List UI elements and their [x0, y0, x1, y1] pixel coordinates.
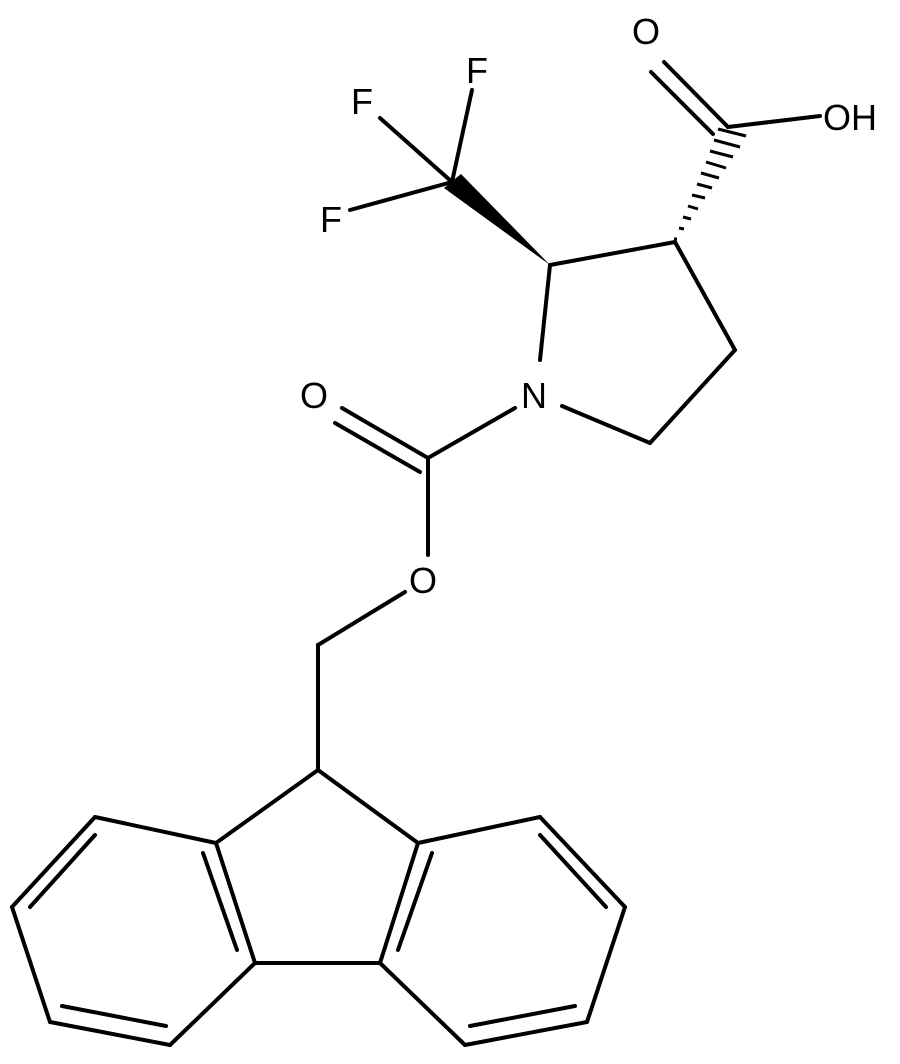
- bond: [168, 961, 257, 1047]
- trifluoromethyl-group: [348, 88, 550, 265]
- atom-label-acid-oh: OH: [823, 97, 877, 138]
- pyrrolidine-ring: [538, 240, 737, 445]
- bond: [649, 70, 715, 136]
- bond: [538, 263, 552, 362]
- fluorene-group: [10, 768, 627, 1047]
- carboxylic-acid-group: [649, 60, 822, 241]
- bond: [426, 406, 517, 460]
- stereo-wedge-bond: [444, 174, 550, 265]
- bond: [378, 961, 467, 1047]
- bond: [201, 851, 239, 952]
- bond: [538, 815, 627, 909]
- bond: [548, 240, 677, 267]
- bond: [93, 815, 218, 845]
- bond: [560, 404, 652, 445]
- bond: [48, 1020, 172, 1047]
- bond: [333, 421, 422, 474]
- atom-label-fluorine: F: [351, 81, 373, 122]
- bond: [648, 348, 737, 445]
- bond: [10, 815, 97, 909]
- bond: [450, 88, 474, 184]
- atom-label-nitrogen: N: [521, 375, 547, 416]
- atom-label-fluorine: F: [320, 199, 342, 240]
- atom-label-ester-oxygen: O: [409, 560, 437, 601]
- bond: [585, 905, 627, 1024]
- atom-label-ketone-oxygen: O: [632, 11, 660, 52]
- bond: [538, 833, 608, 909]
- bond: [468, 1004, 577, 1028]
- bond: [340, 406, 430, 460]
- bond: [378, 116, 454, 184]
- bond: [396, 851, 434, 952]
- bond: [316, 768, 420, 845]
- bond: [463, 1020, 589, 1047]
- bond: [348, 180, 454, 212]
- bond: [416, 815, 542, 845]
- fmoc-linker: [316, 406, 517, 772]
- bond: [10, 905, 52, 1024]
- bond: [378, 841, 420, 965]
- bond: [316, 590, 407, 647]
- bond: [673, 240, 737, 352]
- bond: [214, 768, 320, 845]
- bond: [28, 833, 97, 909]
- atom-label-fluorine: F: [466, 50, 488, 91]
- bond: [662, 60, 730, 129]
- bond: [60, 1004, 168, 1028]
- atom-label-carbonyl-oxygen: O: [300, 375, 328, 416]
- stereo-hash-bond: [674, 127, 747, 241]
- bond: [726, 114, 822, 129]
- bond: [214, 841, 257, 965]
